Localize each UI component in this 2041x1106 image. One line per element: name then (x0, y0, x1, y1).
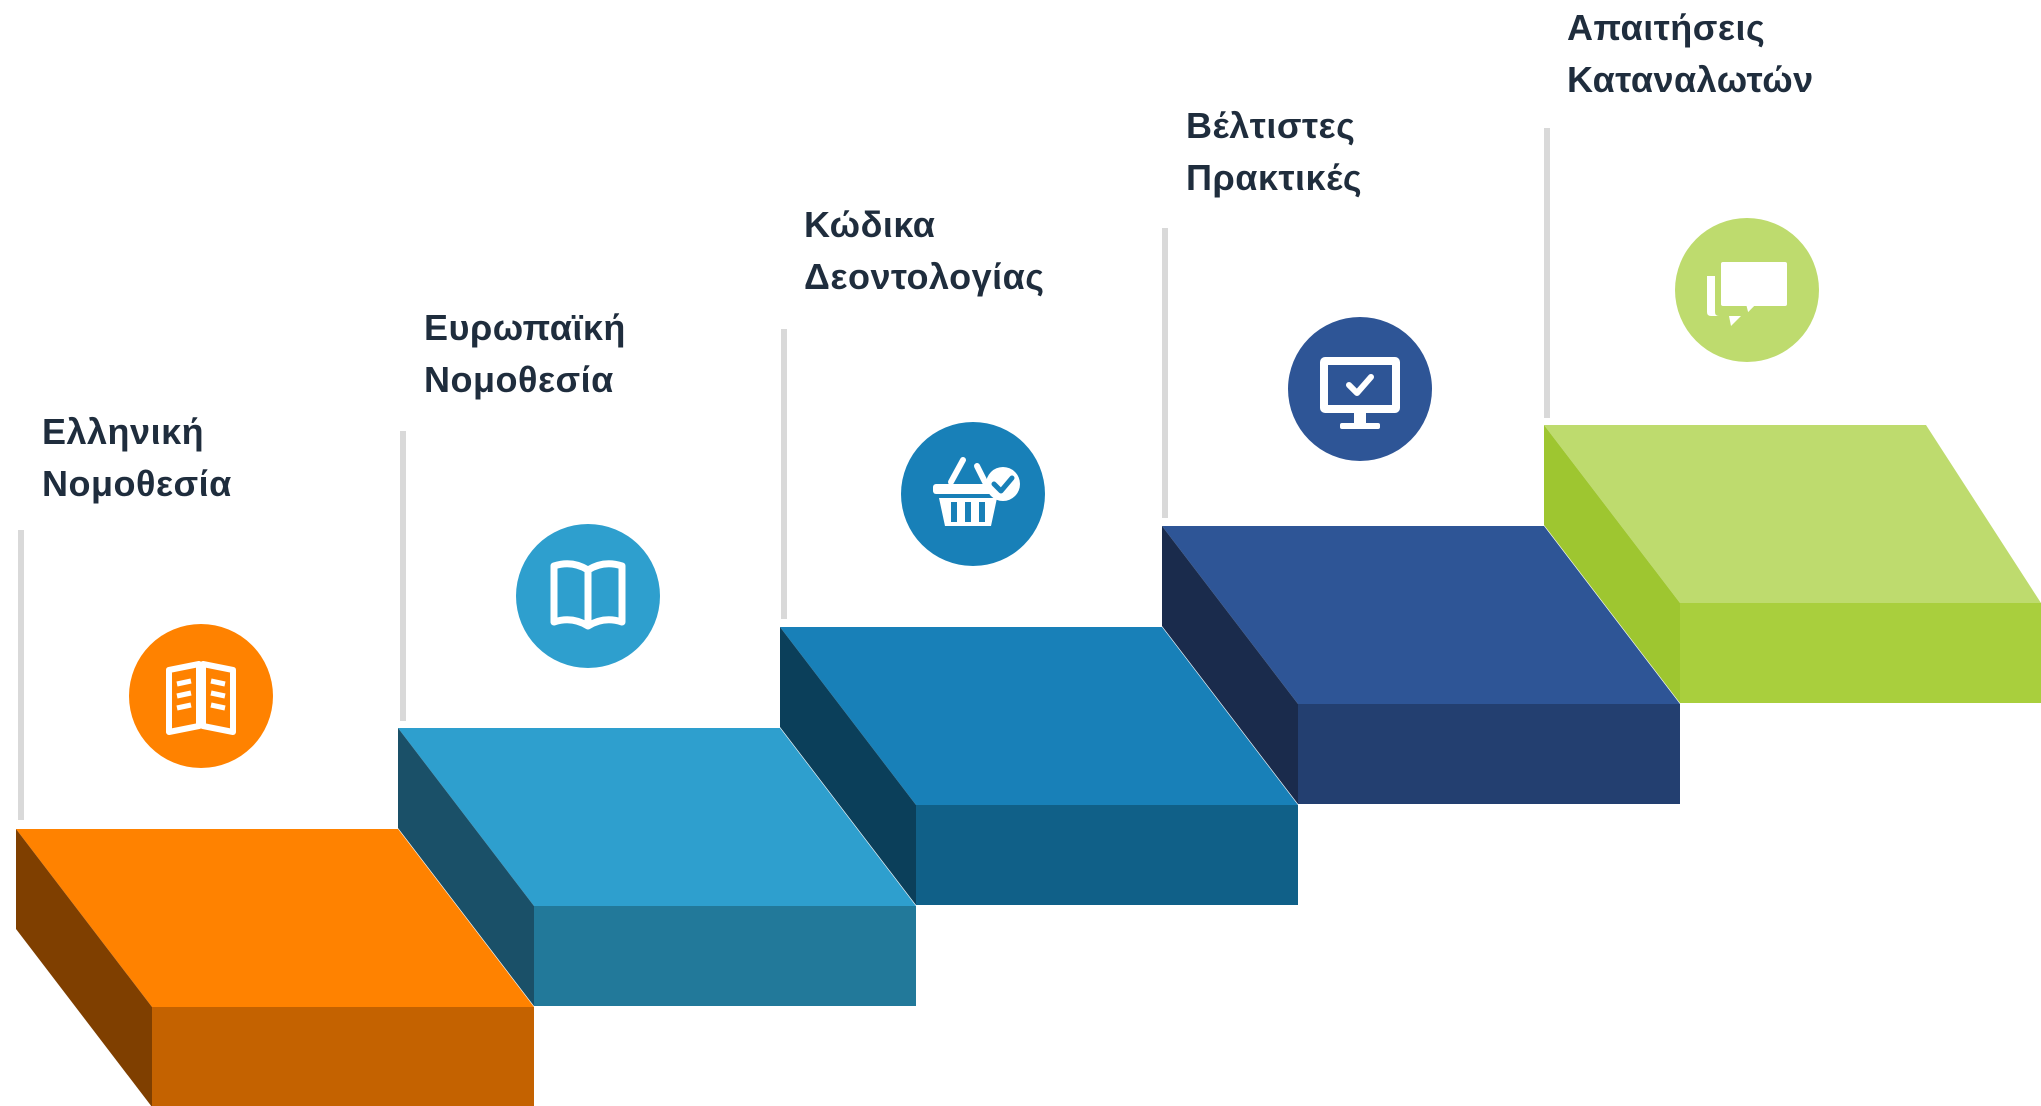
step-2-divider-line (400, 431, 406, 721)
step-2-side (398, 728, 534, 1006)
step-4-label-line2: Πρακτικές (1186, 157, 1363, 198)
step-3-icon-circle (901, 422, 1045, 566)
step-2-label-line1: Ευρωπαϊκή (424, 307, 626, 348)
step-1-label-line2: Νομοθεσία (42, 463, 232, 504)
step-5-icon-circle (1675, 218, 1819, 362)
step-5-block (1544, 425, 2041, 703)
step-1-divider-line (18, 530, 24, 820)
step-3-label: Κώδικα Δεοντολογίας (804, 199, 1044, 303)
step-1-label-line1: Ελληνική (42, 411, 205, 452)
book-open-icon (166, 661, 236, 735)
step-3-block (780, 627, 1298, 905)
step-3-label-line1: Κώδικα (804, 204, 936, 245)
book-icon (550, 560, 626, 630)
step-2-top (398, 728, 916, 906)
step-5-label-line2: Καταναλωτών (1567, 59, 1814, 100)
chat-bubbles-icon (1707, 258, 1791, 326)
step-3-divider-line (781, 329, 787, 619)
step-4-divider-line (1162, 228, 1168, 518)
step-2-label-line2: Νομοθεσία (424, 359, 614, 400)
step-2-front (534, 906, 916, 1006)
step-1-block (16, 829, 534, 1106)
step-4-side (1162, 526, 1298, 804)
step-4-top (1162, 526, 1680, 704)
step-3-label-line2: Δεοντολογίας (804, 256, 1045, 297)
step-3-front (916, 805, 1298, 905)
step-4-label: Βέλτιστες Πρακτικές (1186, 100, 1362, 204)
step-5-front (1680, 603, 2041, 703)
step-2-block (398, 728, 916, 1006)
step-5-label: Απαιτήσεις Καταναλωτών (1567, 2, 1814, 106)
step-2-label: Ευρωπαϊκή Νομοθεσία (424, 302, 626, 406)
step-3-side (780, 627, 916, 905)
step-2-icon-circle (516, 524, 660, 668)
monitor-check-icon (1320, 357, 1400, 429)
step-5-side (1544, 425, 1680, 703)
step-4-block (1162, 526, 1680, 804)
step-1-front (152, 1007, 534, 1106)
step-3-top (780, 627, 1298, 805)
step-1-top (16, 829, 534, 1007)
step-5-top (1544, 425, 2041, 603)
step-5-label-line1: Απαιτήσεις (1567, 7, 1766, 48)
step-4-label-line1: Βέλτιστες (1186, 105, 1356, 146)
step-4-front (1298, 704, 1680, 804)
step-5-divider-line (1544, 128, 1550, 418)
step-1-side (16, 829, 152, 1106)
basket-check-icon (933, 457, 1020, 526)
step-4-icon-circle (1288, 317, 1432, 461)
step-1-label: Ελληνική Νομοθεσία (42, 406, 232, 510)
step-1-icon-circle (129, 624, 273, 768)
